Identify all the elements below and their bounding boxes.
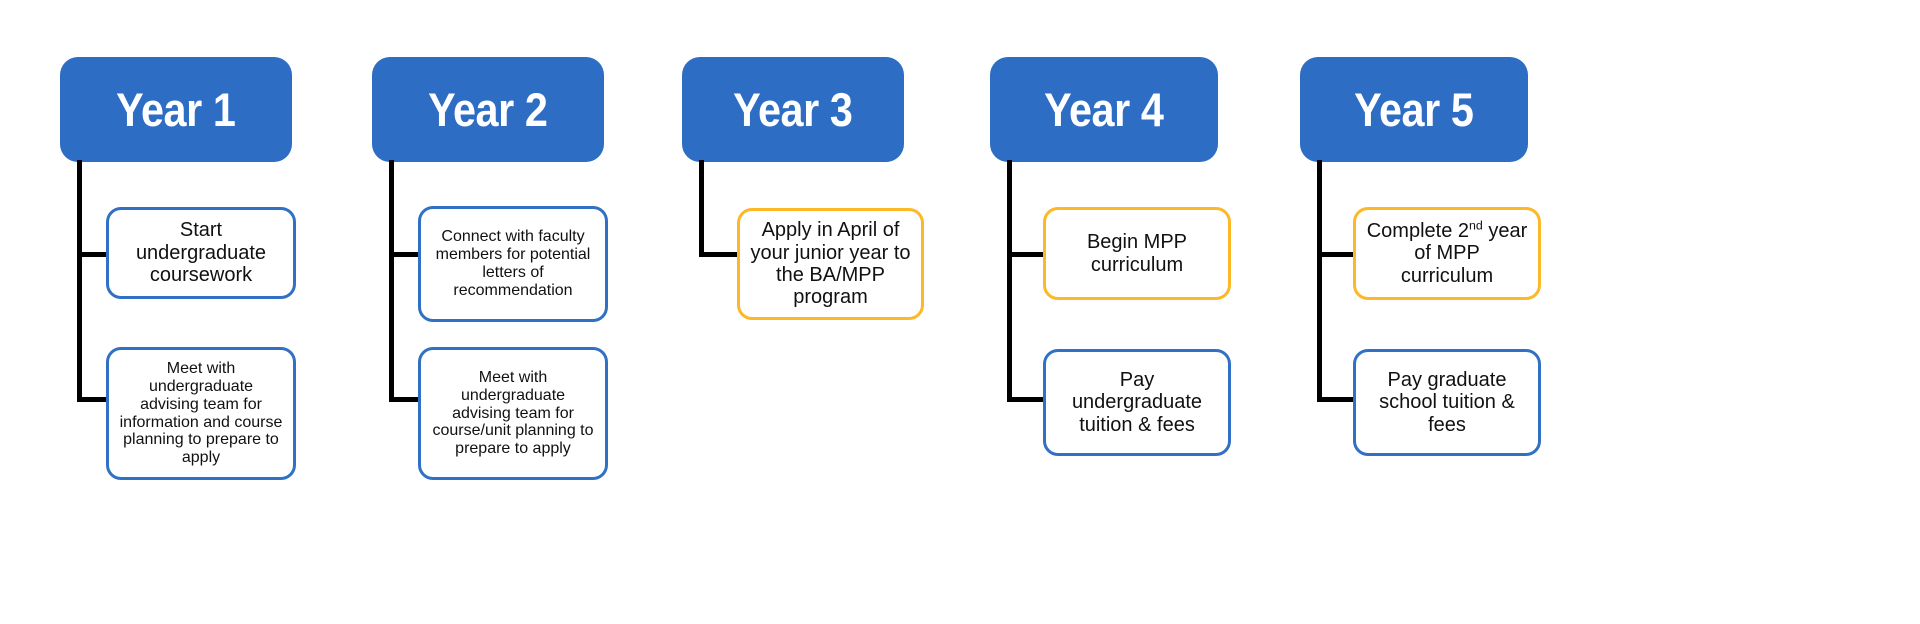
connector-stub-5-2 [1317,397,1357,402]
year-header-4[interactable]: Year 4 [990,57,1218,162]
year-header-3[interactable]: Year 3 [682,57,904,162]
connector-trunk-1 [77,160,82,402]
node-text-1-2: Meet with undergraduate advising team fo… [119,359,283,467]
connector-stub-1-2 [77,397,110,402]
node-text-4-1: Begin MPP curriculum [1086,231,1188,276]
year-column-1: Year 1 Start undergraduate coursework Me… [50,0,350,624]
year-header-5[interactable]: Year 5 [1300,57,1528,162]
node-text-2-2: Meet with undergraduate advising team fo… [432,368,594,458]
connector-trunk-3 [699,160,704,257]
node-box-4-1[interactable]: Begin MPP curriculum [1043,207,1231,300]
node-box-2-1[interactable]: Connect with faculty members for potenti… [418,206,608,322]
node-text-4-2: Pay undergraduate tuition & fees [1071,368,1203,436]
connector-stub-2-1 [389,252,422,257]
node-box-3-1[interactable]: Apply in April of your junior year to th… [737,208,924,320]
year-column-2: Year 2 Connect with faculty members for … [362,0,662,624]
connector-trunk-4 [1007,160,1012,402]
connector-trunk-5 [1317,160,1322,402]
year-header-label-4: Year 4 [1044,83,1164,136]
year-header-label-2: Year 2 [428,83,548,136]
node-box-5-2[interactable]: Pay graduate school tuition & fees [1353,349,1541,456]
connector-stub-5-1 [1317,252,1357,257]
connector-trunk-2 [389,160,394,402]
connector-stub-4-1 [1007,252,1047,257]
connector-stub-1-1 [77,252,110,257]
connector-stub-2-2 [389,397,422,402]
year-column-3: Year 3 Apply in April of your junior yea… [672,0,972,624]
year-header-label-5: Year 5 [1354,83,1474,136]
connector-stub-4-2 [1007,397,1047,402]
node-box-4-2[interactable]: Pay undergraduate tuition & fees [1043,349,1231,456]
node-text-5-1: Complete 2nd year of MPP curriculum [1366,218,1528,287]
node-box-2-2[interactable]: Meet with undergraduate advising team fo… [418,347,608,480]
node-text-5-2: Pay graduate school tuition & fees [1379,368,1515,436]
year-header-label-3: Year 3 [733,83,853,136]
node-text-1-1: Start undergraduate coursework [135,219,267,287]
year-header-label-1: Year 1 [116,83,236,136]
node-box-5-1[interactable]: Complete 2nd year of MPP curriculum [1353,207,1541,300]
year-header-2[interactable]: Year 2 [372,57,604,162]
connector-stub-3-1 [699,252,741,257]
node-box-1-2[interactable]: Meet with undergraduate advising team fo… [106,347,296,480]
node-text-2-1: Connect with faculty members for potenti… [435,228,591,299]
year-column-4: Year 4 Begin MPP curriculum Pay undergra… [980,0,1280,624]
year-column-5: Year 5 Complete 2nd year of MPP curricul… [1290,0,1590,624]
year-header-1[interactable]: Year 1 [60,57,292,162]
node-text-3-1: Apply in April of your junior year to th… [750,219,911,309]
node-box-1-1[interactable]: Start undergraduate coursework [106,207,296,299]
